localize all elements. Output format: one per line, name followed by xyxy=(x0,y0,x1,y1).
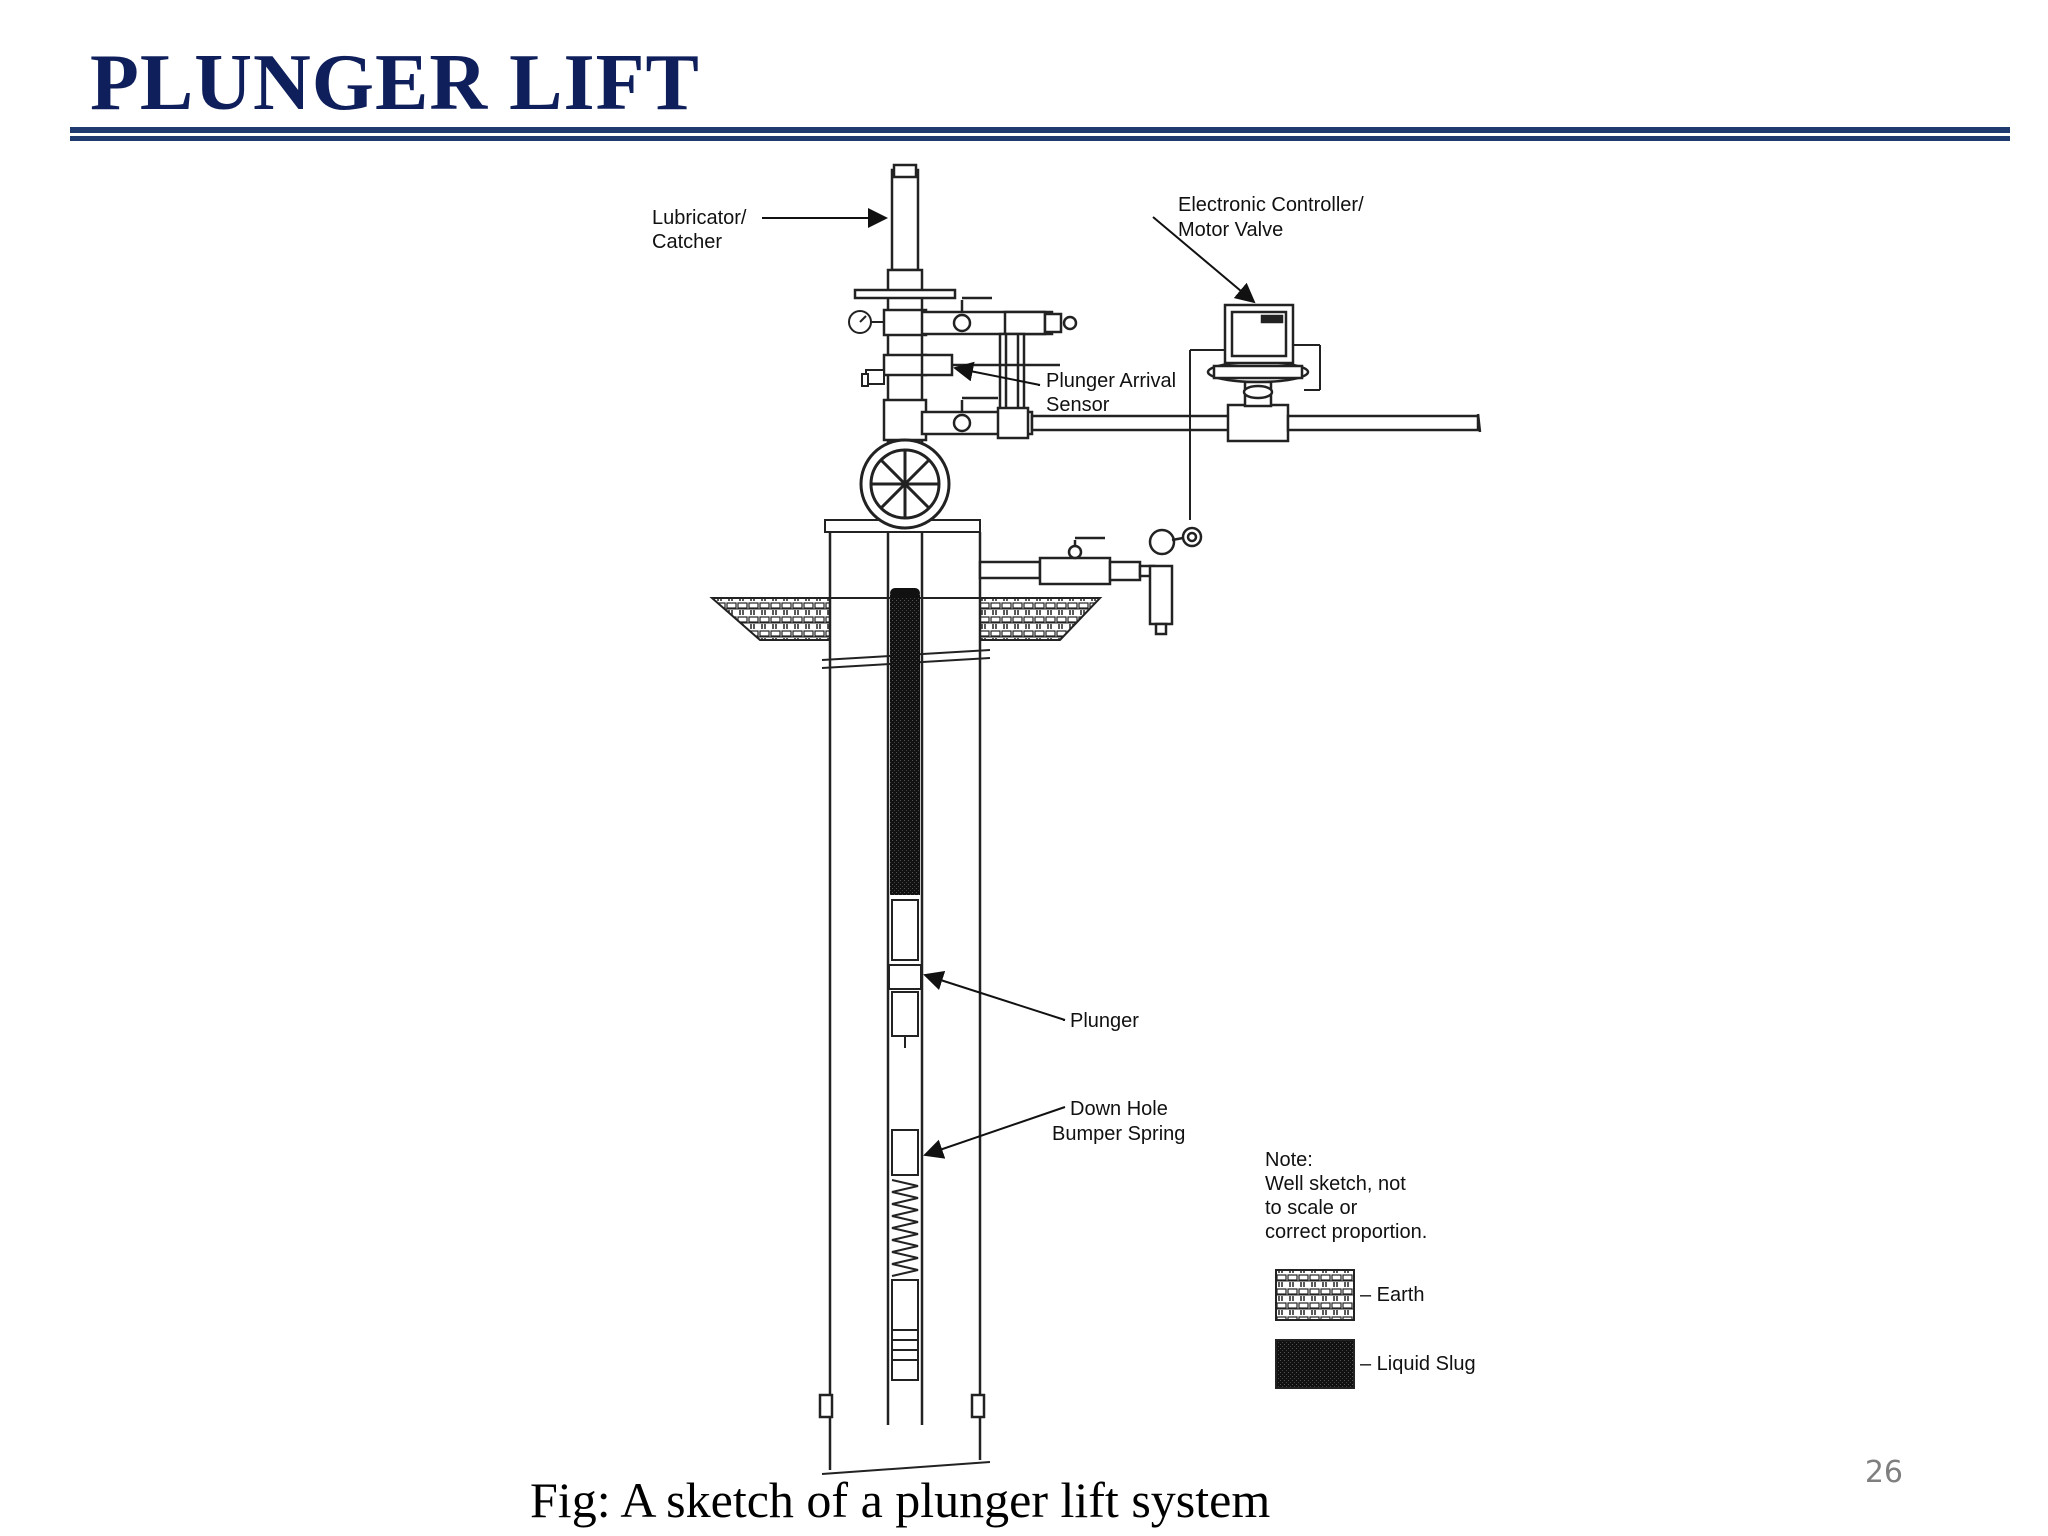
figure-caption: Fig: A sketch of a plunger lift system xyxy=(530,1472,1271,1528)
label-controller-line2: Motor Valve xyxy=(1178,219,1283,241)
legend-earth-swatch xyxy=(1275,1269,1355,1321)
label-lubricator-line2: Catcher xyxy=(652,231,722,253)
plunger xyxy=(888,899,922,1048)
legend-liquid-slug: – Liquid Slug xyxy=(1275,1339,1476,1389)
legend-earth: – Earth xyxy=(1275,1269,1424,1321)
title-rule-top xyxy=(70,127,2010,133)
legend-liquid-slug-swatch xyxy=(1275,1339,1355,1389)
bumper-spring xyxy=(891,1129,919,1381)
note-line1: Note: xyxy=(1265,1149,1313,1171)
lower-flowline xyxy=(920,396,1482,443)
casing-outlet xyxy=(978,526,1203,636)
label-spring-line1: Down Hole xyxy=(1070,1098,1168,1120)
legend-earth-label: – Earth xyxy=(1360,1284,1424,1306)
slide-title: PLUNGER LIFT xyxy=(90,39,700,127)
label-controller-line1: Electronic Controller/ xyxy=(1178,194,1364,216)
note-line4: correct proportion. xyxy=(1265,1221,1427,1243)
master-valve-wheel xyxy=(859,438,951,530)
electronic-controller xyxy=(1189,303,1321,520)
title-rule-bottom xyxy=(70,136,2010,141)
label-lubricator-line1: Lubricator/ xyxy=(652,207,747,229)
leader-lines xyxy=(762,208,1256,1159)
slide-number: 26 xyxy=(1864,1455,1903,1490)
note-line2: Well sketch, not xyxy=(1265,1173,1406,1195)
label-plunger: Plunger xyxy=(1070,1010,1139,1032)
label-sensor-line1: Plunger Arrival xyxy=(1046,370,1176,392)
legend-liquid-slug-label: – Liquid Slug xyxy=(1360,1353,1476,1375)
liquid-slug xyxy=(890,595,920,895)
motor-valve xyxy=(1206,360,1310,408)
pressure-gauge xyxy=(848,310,885,387)
wellhead-stack xyxy=(853,163,957,452)
liquid-slug-top xyxy=(890,588,920,598)
label-sensor-line2: Sensor xyxy=(1046,394,1110,416)
label-spring-line2: Bumper Spring xyxy=(1052,1123,1185,1145)
well-casing xyxy=(818,532,991,1475)
note-line3: to scale or xyxy=(1265,1197,1358,1219)
plunger-arrival-sensor xyxy=(920,353,1060,377)
